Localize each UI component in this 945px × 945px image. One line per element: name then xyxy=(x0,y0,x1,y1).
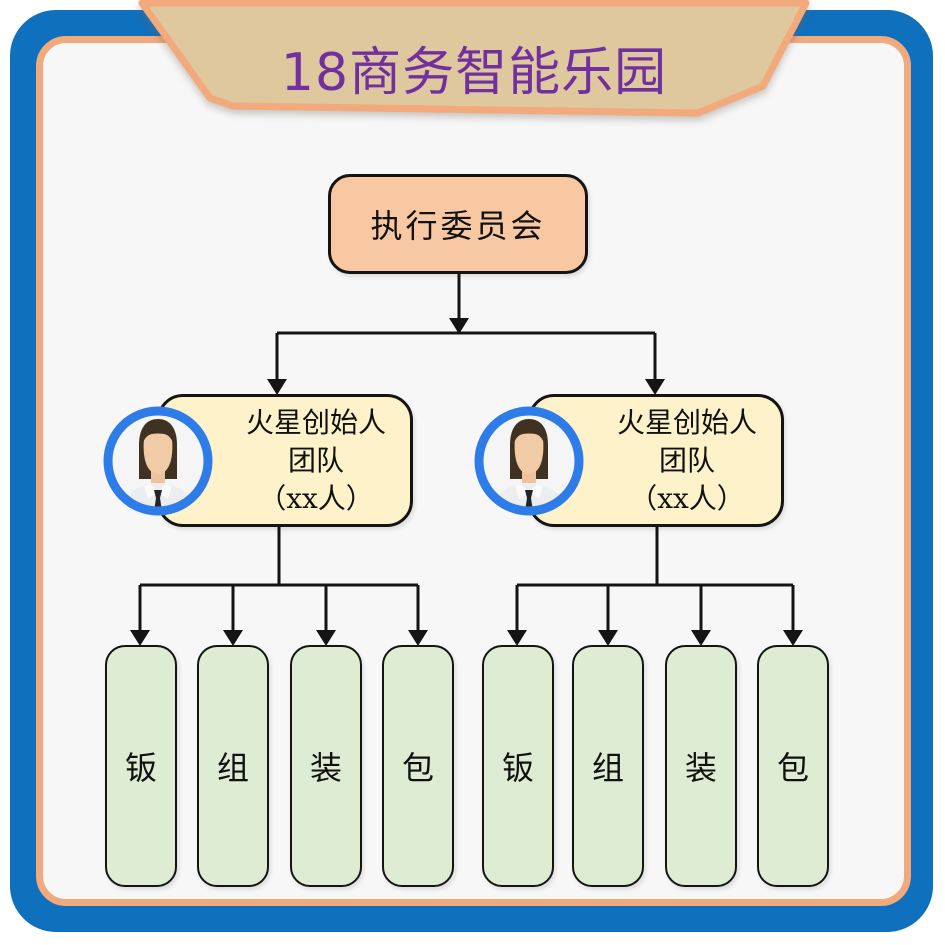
leaf-label: 装 xyxy=(309,749,342,787)
male-avatar-icon xyxy=(102,405,214,517)
title-banner: 18商务智能乐园 xyxy=(128,0,820,128)
org-node-team-2-label: 火星创始人 团队 （xx人） xyxy=(595,397,779,524)
leaf-label: 装 xyxy=(684,749,717,787)
banner-shape xyxy=(138,0,810,117)
male-avatar-icon xyxy=(473,405,585,517)
leaf-label: 包 xyxy=(401,749,434,787)
leaf-label: 组 xyxy=(591,749,624,787)
team-2-line-1: 火星创始人 xyxy=(616,405,757,439)
page-title: 18商务智能乐园 xyxy=(280,43,668,103)
team-1-line-2: 团队 xyxy=(287,443,344,477)
team-2-line-2: 团队 xyxy=(658,443,715,477)
team-2-line-3: （xx人） xyxy=(629,481,745,515)
leaf-label: 包 xyxy=(776,749,809,787)
org-node-team-1-label: 火星创始人 团队 （xx人） xyxy=(224,397,408,524)
org-node-team-2: 火星创始人 团队 （xx人） xyxy=(528,394,784,527)
org-node-leaf-2: 组 xyxy=(197,645,269,887)
org-node-leaf-3: 装 xyxy=(290,645,362,887)
team-1-line-3: （xx人） xyxy=(258,481,374,515)
org-node-root: 执行委员会 xyxy=(328,174,588,274)
leaf-label: 钣 xyxy=(501,749,534,787)
org-node-leaf-5: 钣 xyxy=(482,645,554,887)
org-node-leaf-8: 包 xyxy=(757,645,829,887)
team-1-line-1: 火星创始人 xyxy=(245,405,386,439)
org-node-root-label: 执行委员会 xyxy=(370,207,546,245)
leaf-label: 钣 xyxy=(124,749,157,787)
org-node-leaf-6: 组 xyxy=(572,645,644,887)
org-node-leaf-4: 包 xyxy=(382,645,454,887)
org-node-leaf-1: 钣 xyxy=(105,645,177,887)
org-node-leaf-7: 装 xyxy=(665,645,737,887)
leaf-label: 组 xyxy=(216,749,249,787)
